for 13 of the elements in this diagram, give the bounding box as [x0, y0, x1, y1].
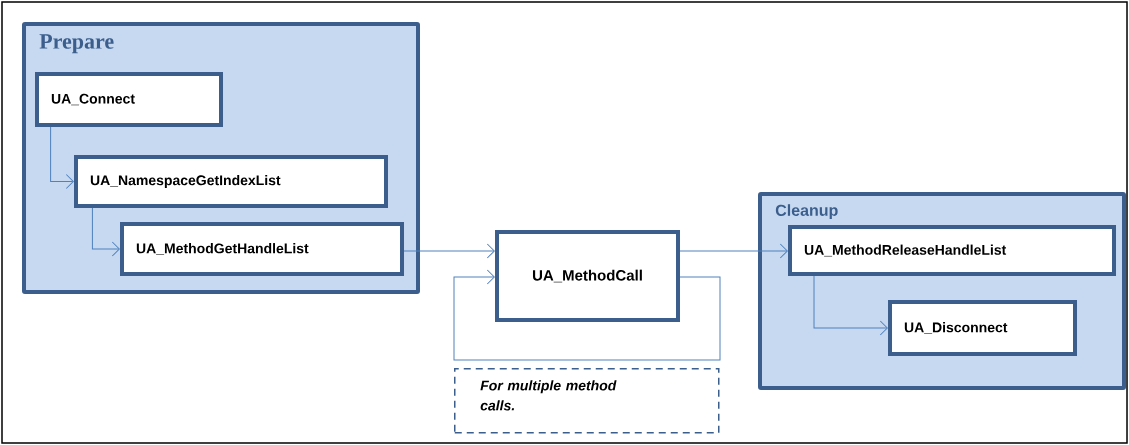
arrow — [403, 243, 495, 259]
process-box: UA_MethodGetHandleList — [120, 222, 404, 276]
process-box: UA_MethodCall — [495, 230, 680, 322]
process-box: UA_Disconnect — [888, 300, 1077, 356]
arrow — [91, 207, 120, 257]
arrow — [813, 275, 888, 336]
arrow — [50, 126, 74, 189]
process-box: UA_MethodReleaseHandleList — [788, 225, 1116, 276]
process-box: UA_NamespaceGetIndexList — [74, 155, 388, 208]
note-box: For multiple method calls. — [454, 368, 720, 434]
process-box: UA_Connect — [35, 72, 223, 127]
arrow — [453, 269, 721, 361]
arrow — [679, 243, 788, 259]
